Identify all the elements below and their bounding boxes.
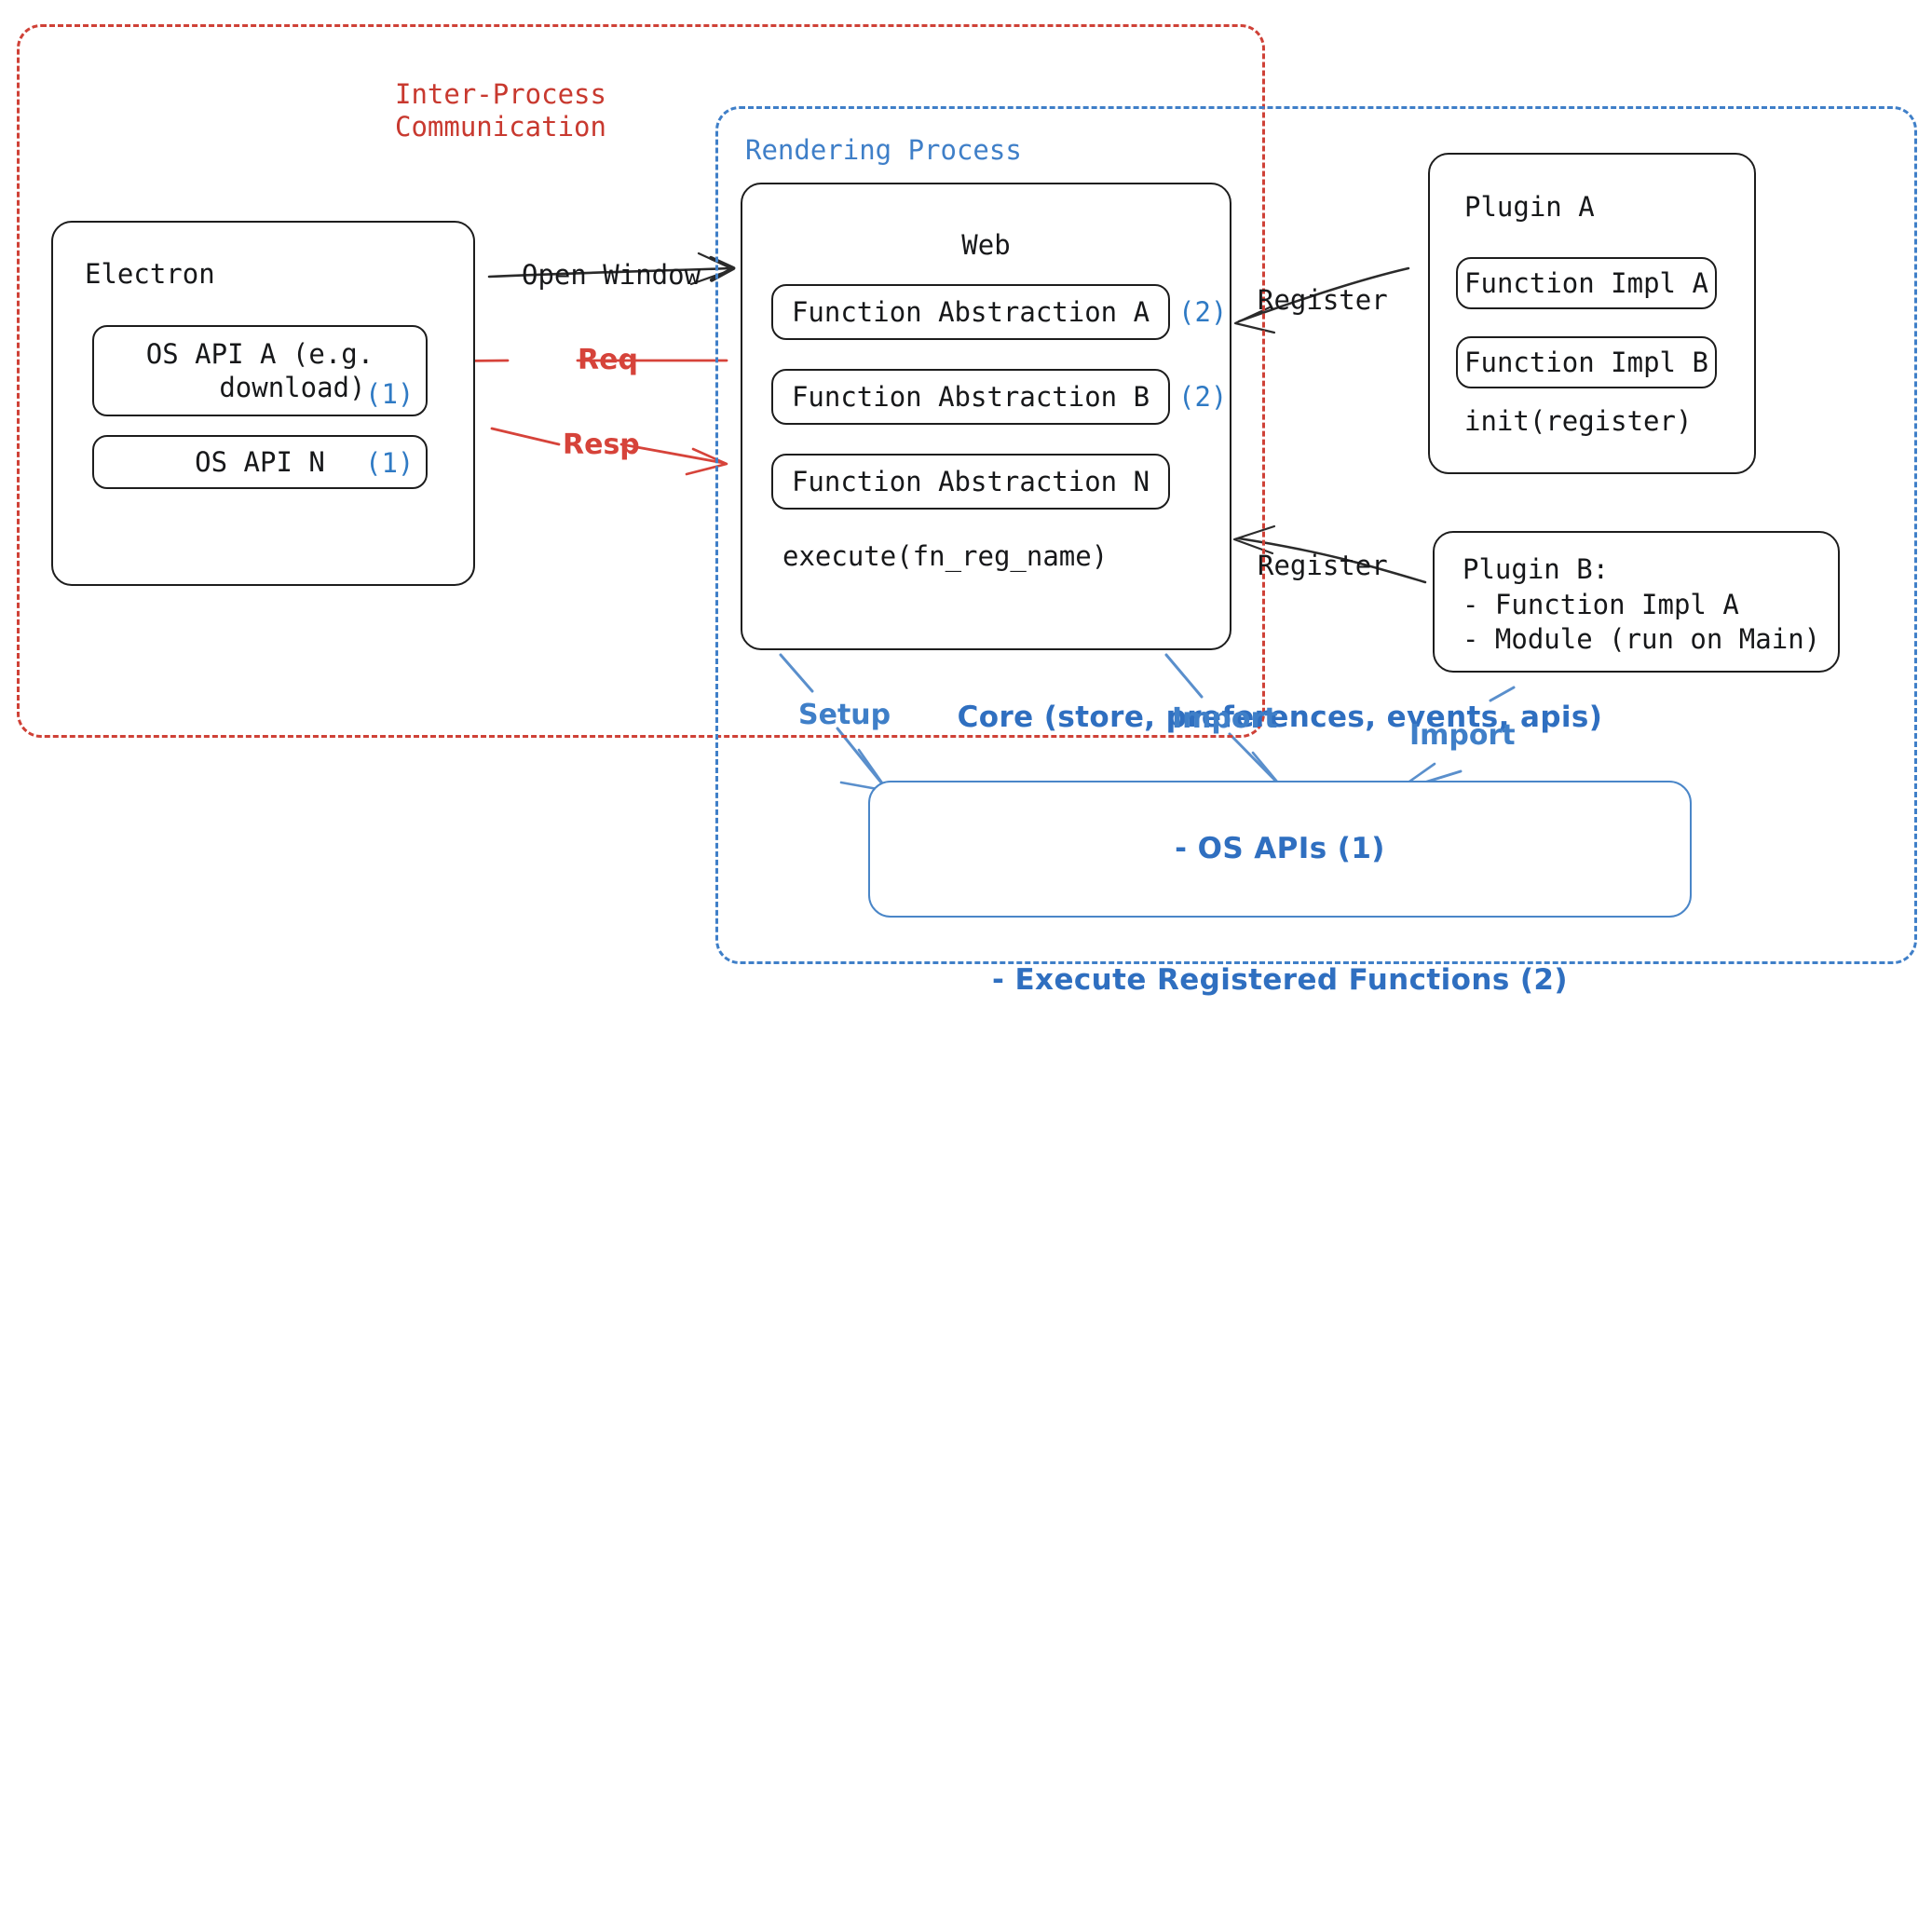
plugin-b-box[interactable]: Plugin B: - Function Impl A - Module (ru… [1433, 531, 1840, 673]
core-text: Core (store, preferences, events, apis) … [870, 607, 1690, 1090]
function-abstraction-n-label: Function Abstraction N [791, 465, 1150, 497]
os-api-n-box[interactable]: OS API N [92, 435, 428, 489]
plugin-a-box[interactable]: Plugin A Function Impl A Function Impl B… [1428, 153, 1756, 474]
function-abstraction-a-box[interactable]: Function Abstraction A [771, 284, 1170, 340]
electron-title: Electron [85, 258, 215, 290]
function-impl-b-label: Function Impl B [1464, 346, 1708, 378]
edge-label-register-plugin-b: Register [1258, 550, 1388, 581]
web-box[interactable]: Web Function Abstraction A (2) Function … [741, 183, 1231, 650]
edge-label-req: Req [578, 344, 638, 376]
function-abstraction-n-box[interactable]: Function Abstraction N [771, 454, 1170, 510]
os-api-n-badge: (1) [365, 447, 415, 479]
function-abstraction-a-label: Function Abstraction A [791, 295, 1150, 328]
web-title: Web [961, 229, 1011, 261]
plugin-b-lines: Plugin B: - Function Impl A - Module (ru… [1463, 553, 1821, 656]
os-api-a-badge: (1) [365, 378, 415, 410]
web-execute-label: execute(fn_reg_name) [782, 540, 1109, 572]
os-api-n-label: OS API N [195, 445, 325, 478]
os-api-a-label: OS API A (e.g. download) [145, 337, 374, 403]
edge-label-resp: Resp [563, 429, 640, 461]
function-impl-a-label: Function Impl A [1464, 266, 1708, 299]
function-impl-b-box[interactable]: Function Impl B [1456, 336, 1717, 388]
os-api-a-box[interactable]: OS API A (e.g. download) [92, 325, 428, 416]
edge-label-open-window: Open Window [522, 259, 701, 291]
function-impl-a-box[interactable]: Function Impl A [1456, 257, 1717, 309]
group-rendering-process [715, 106, 1917, 964]
function-abstraction-b-badge: (2) [1178, 381, 1228, 413]
function-abstraction-a-badge: (2) [1178, 296, 1228, 328]
core-line-3: - Execute Registered Functions (2) [992, 963, 1568, 998]
core-box[interactable]: Core (store, preferences, events, apis) … [868, 701, 1692, 997]
edge-label-setup: Setup [798, 699, 891, 731]
edge-label-import-web: Import [1172, 702, 1278, 735]
function-abstraction-b-label: Function Abstraction B [791, 380, 1150, 413]
core-line-1: Core (store, preferences, events, apis) [957, 700, 1603, 734]
group-rendering-process-label: Rendering Process [745, 134, 1022, 166]
electron-box[interactable]: Electron OS API A (e.g. download) (1) OS… [51, 221, 475, 586]
group-inter-process-communication [17, 24, 1265, 738]
core-line-2: - OS APIs (1) [1175, 831, 1385, 865]
edge-label-register-plugin-a: Register [1258, 284, 1388, 316]
plugin-a-init-label: init(register) [1464, 405, 1693, 437]
plugin-a-title: Plugin A [1464, 191, 1595, 223]
group-ipc-label: Inter-Process Communication [395, 78, 606, 143]
edge-label-import-plugin-b: Import [1409, 719, 1516, 752]
function-abstraction-b-box[interactable]: Function Abstraction B [771, 369, 1170, 425]
